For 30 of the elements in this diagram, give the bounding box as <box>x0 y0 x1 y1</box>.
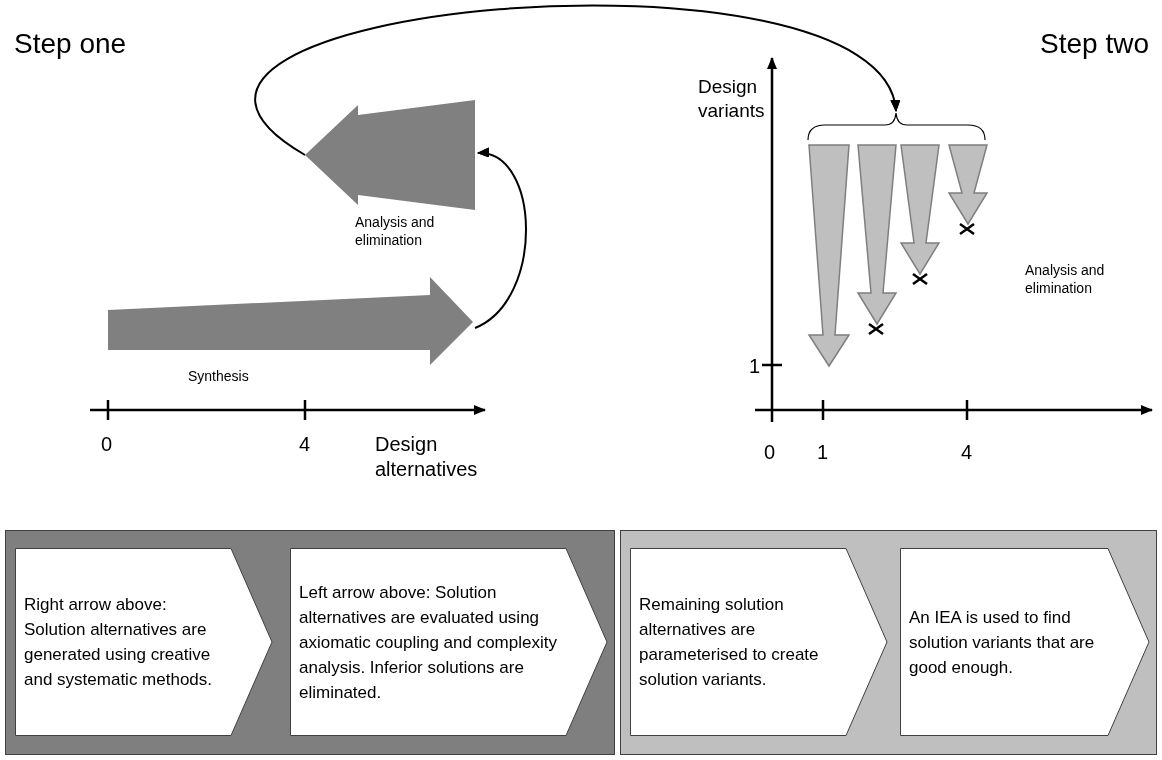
panel <box>620 530 1157 755</box>
tick-label: 0 <box>101 432 114 457</box>
step-description: Right arrow above: Solution alternatives are generated using creative and systematic methods. <box>24 594 214 691</box>
tick-label: 1 <box>749 354 762 379</box>
chevron-box <box>900 548 1150 736</box>
tick-label: 4 <box>961 440 974 465</box>
step-heading: Step two <box>1040 27 1150 61</box>
down-arrow-shape <box>857 145 897 325</box>
tick-label: 0 <box>764 440 777 465</box>
down-arrow-shape <box>948 145 988 225</box>
arrow-label: Synthesis <box>188 367 250 386</box>
annotation-text: Analysis and elimination <box>1025 262 1106 297</box>
curved-arrow <box>474 149 527 329</box>
panel <box>5 530 615 755</box>
arrow-label: Analysis and elimination <box>355 213 436 250</box>
step-description: An IEA is used to find solution variants that are good enough. <box>909 606 1096 679</box>
down-arrow-shape <box>900 145 940 275</box>
down-arrow-shape <box>808 145 850 367</box>
axis-title: Design alternatives <box>375 432 479 482</box>
chevron-box <box>15 548 273 736</box>
step-description: Left arrow above: Solution alternatives are evaluated using axiomatic coupling and complexity analysis. Inferior solutions are eliminated. <box>299 581 558 704</box>
tick-label: 1 <box>817 440 830 465</box>
axis-title: Design variants <box>698 75 766 123</box>
chevron-box <box>630 548 888 736</box>
chevron-box <box>290 548 608 736</box>
curly-brace <box>805 110 988 142</box>
curved-arrow <box>256 4 897 156</box>
step-description: Remaining solution alternatives are parameterised to create solution variants. <box>639 594 820 691</box>
tick-label: 4 <box>299 432 312 457</box>
step-heading: Step one <box>14 27 128 61</box>
